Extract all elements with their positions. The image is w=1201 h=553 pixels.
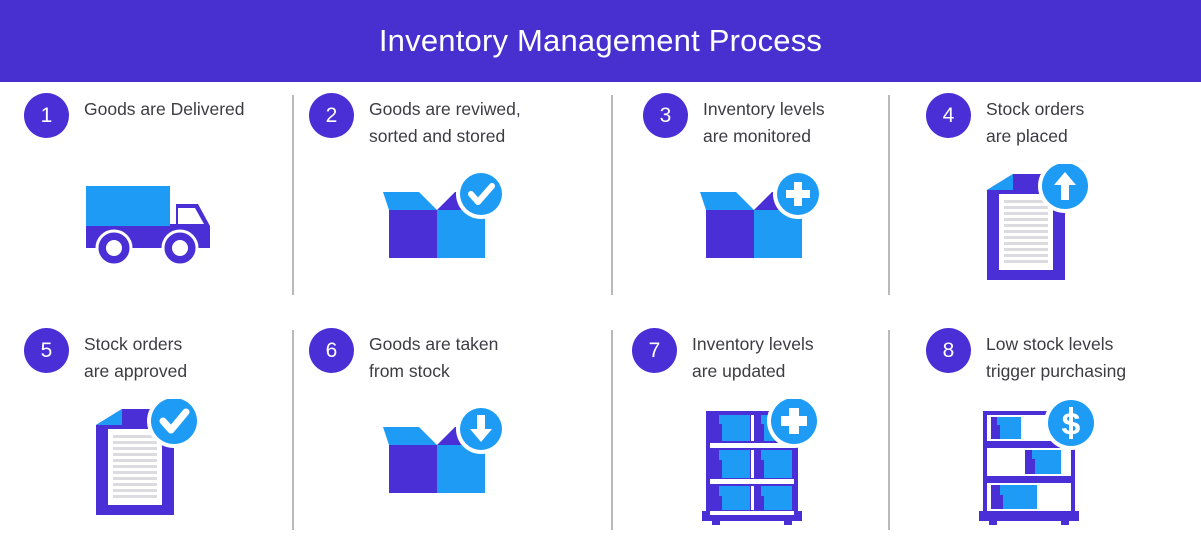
step-header-8: 8 Low stock levels trigger purchasing (926, 328, 1126, 385)
document-icon (987, 164, 1092, 280)
plus-badge-icon (767, 399, 821, 448)
process-row-1: 1 Goods are Delivered (0, 82, 1201, 317)
step-label-5: Stock orders are approved (84, 334, 188, 381)
process-row-2: 5 Stock orders are approved (0, 317, 1201, 552)
check-badge-icon (147, 399, 201, 448)
step-artwork-7 (614, 399, 910, 549)
column-divider (888, 95, 890, 295)
step-card-2[interactable]: 2 Goods are reviwed, sorted and stored (297, 82, 593, 317)
dollar-badge-icon: S (1044, 399, 1098, 450)
step-card-4[interactable]: 4 Stock orders are placed (891, 82, 1187, 317)
arrow-down-badge-icon (456, 404, 506, 454)
step-number-badge-3: 3 (643, 93, 688, 138)
step-card-3[interactable]: 3 Inventory levels are monitored (614, 82, 910, 317)
step-header-6: 6 Goods are taken from stock (309, 328, 498, 385)
step-label-3: Inventory levels are monitored (703, 99, 825, 146)
step-artwork-1 (0, 164, 296, 314)
step-artwork-8: S (891, 399, 1187, 549)
arrow-up-badge-icon (1038, 164, 1092, 213)
step-number-badge-7: 7 (632, 328, 677, 373)
page-header: Inventory Management Process (0, 0, 1201, 82)
column-divider (611, 95, 613, 295)
step-card-5[interactable]: 5 Stock orders are approved (0, 317, 296, 552)
step-artwork-4 (891, 164, 1187, 314)
open-box-icon (383, 404, 506, 493)
step-label-6: Goods are taken from stock (369, 334, 499, 381)
open-box-icon (700, 169, 823, 258)
step-header-3: 3 Inventory levels are monitored (643, 93, 825, 150)
step-card-1[interactable]: 1 Goods are Delivered (0, 82, 296, 317)
step-number-badge-2: 2 (309, 93, 354, 138)
column-divider (292, 95, 294, 295)
step-label-1: Goods are Delivered (84, 99, 245, 119)
step-number-badge-8: 8 (926, 328, 971, 373)
column-divider (611, 330, 613, 530)
step-header-2: 2 Goods are reviwed, sorted and stored (309, 93, 521, 150)
step-header-1: 1 Goods are Delivered (24, 93, 245, 138)
document-lines (1004, 200, 1048, 263)
step-label-7: Inventory levels are updated (692, 334, 814, 381)
column-divider (888, 330, 890, 530)
document-lines (113, 435, 157, 498)
step-artwork-3 (614, 164, 910, 314)
step-header-7: 7 Inventory levels are updated (632, 328, 814, 385)
plus-badge-icon (773, 169, 823, 219)
step-number-badge-5: 5 (24, 328, 69, 373)
check-badge-icon (456, 169, 506, 219)
step-card-8[interactable]: 8 Low stock levels trigger purchasing (891, 317, 1187, 552)
step-number-badge-1: 1 (24, 93, 69, 138)
step-number-badge-6: 6 (309, 328, 354, 373)
document-icon (96, 399, 201, 515)
step-number-badge-4: 4 (926, 93, 971, 138)
delivery-truck-icon (86, 186, 210, 267)
step-header-4: 4 Stock orders are placed (926, 93, 1084, 150)
step-artwork-5 (0, 399, 296, 549)
step-label-2: Goods are reviwed, sorted and stored (369, 99, 521, 146)
step-label-8: Low stock levels trigger purchasing (986, 334, 1127, 381)
low-shelf-icon: S (979, 399, 1098, 525)
step-label-4: Stock orders are placed (986, 99, 1085, 146)
column-divider (292, 330, 294, 530)
step-header-5: 5 Stock orders are approved (24, 328, 187, 385)
step-card-6[interactable]: 6 Goods are taken from stock (297, 317, 593, 552)
open-box-icon (383, 169, 506, 258)
full-shelf-icon (702, 399, 821, 525)
page-title: Inventory Management Process (378, 23, 823, 58)
step-artwork-6 (297, 399, 593, 549)
step-artwork-2 (297, 164, 593, 314)
svg-text:S: S (1061, 408, 1081, 441)
step-card-7[interactable]: 7 Inventory levels are updated (614, 317, 910, 552)
process-grid: 1 Goods are Delivered (0, 82, 1201, 553)
